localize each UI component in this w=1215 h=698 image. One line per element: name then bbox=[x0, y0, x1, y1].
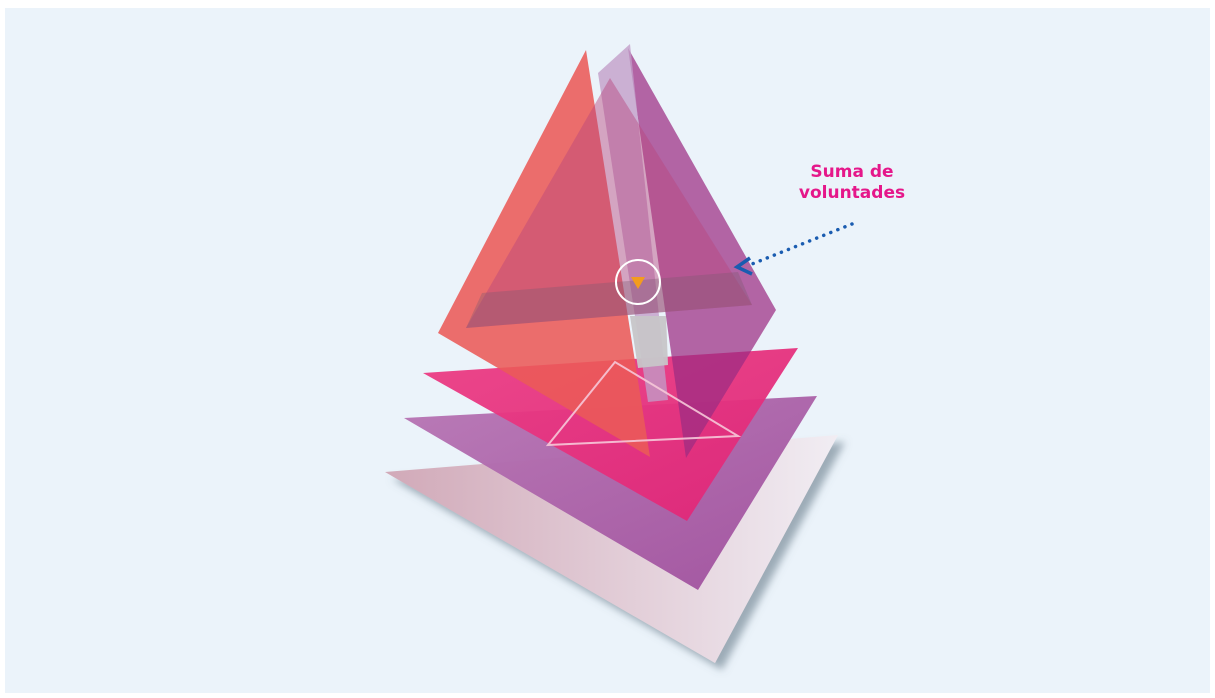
annotation-line-1: Suma de bbox=[810, 162, 894, 182]
dotted-arrow-line bbox=[750, 222, 854, 266]
pyramid-inner-face bbox=[466, 78, 752, 328]
pyramid-face-purple bbox=[628, 48, 776, 458]
annotation-line-2: voluntades bbox=[798, 183, 906, 203]
focus-circle-marker bbox=[615, 259, 661, 305]
pyramid-face-coral bbox=[438, 50, 650, 457]
arrow-head-icon bbox=[733, 256, 753, 276]
annotation-label: Suma de voluntades bbox=[772, 162, 932, 204]
orange-triangle-marker bbox=[631, 277, 645, 289]
section-plane bbox=[466, 272, 752, 328]
pyramid-column-lilac bbox=[598, 44, 668, 402]
pyramid-column-grey bbox=[630, 316, 668, 368]
inner-outline-triangle bbox=[545, 360, 742, 447]
